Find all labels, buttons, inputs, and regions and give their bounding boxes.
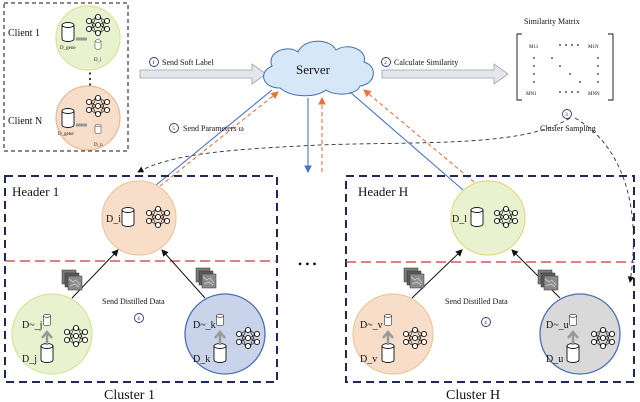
cluster-h-left-bottom: D_v	[360, 354, 377, 365]
cluster-1-header-label: Header 1	[12, 184, 59, 199]
client-1-dgene: D_gene	[60, 46, 76, 51]
cluster-h-u-db-icon	[566, 343, 580, 363]
step-5-text: Send Parameters ω	[183, 124, 244, 133]
client-n-db-icon	[61, 108, 75, 128]
matrix-m1n: M1N	[588, 45, 599, 50]
cluster-h-v-to-head-arrow	[411, 249, 463, 299]
cluster-h-v-small-db-icon	[384, 314, 392, 326]
step-5-badge	[169, 123, 179, 133]
cluster-1-caption: Cluster 1	[104, 388, 155, 402]
step-2-badge	[381, 57, 391, 67]
cluster-1-distilled-text: Send Distilled Data	[102, 297, 165, 306]
cluster-h-header-label: Header H	[358, 184, 408, 199]
step-5-number: 5	[172, 127, 175, 132]
step-1-text: Send Soft Label	[162, 58, 214, 67]
matrix-mn1: MN1	[526, 92, 537, 97]
cluster-sampling-link-h	[574, 117, 634, 283]
step-2-number: 2	[384, 61, 387, 66]
cluster-h-u-small-db-icon	[569, 314, 577, 326]
cluster-1-left-bottom: D_j	[22, 354, 37, 365]
cluster-1-step-4-number: 4	[137, 317, 140, 322]
cluster-1-right-top: D~_k	[193, 320, 216, 331]
cluster-1-step-4-badge	[134, 313, 144, 323]
similarity-matrix-title: Similarity Matrix	[524, 17, 580, 26]
cluster-1-header-node[interactable]	[101, 180, 177, 256]
cluster-1-client-k[interactable]	[184, 293, 266, 375]
step-1-badge	[149, 57, 159, 67]
matrix-brackets	[516, 33, 614, 101]
step-3-number: 3	[565, 113, 568, 118]
cluster-h-v-images-icon	[403, 267, 425, 289]
cluster-1-j-small-db-icon	[43, 314, 51, 326]
cluster-h-left-top: D~_v	[360, 320, 383, 331]
cluster-h-u-images-icon	[537, 269, 559, 291]
server-label: Server	[296, 62, 331, 77]
cluster-1-k-db-icon	[213, 343, 227, 363]
client-n-dgene: D_gene	[58, 132, 74, 137]
client-1-label: Client 1	[8, 28, 40, 39]
send-soft-label-arrow	[139, 63, 267, 85]
matrix-mnn: MNN	[588, 92, 600, 97]
cluster-h-box	[345, 175, 635, 383]
clients-vertical-dots: ⋮	[82, 71, 98, 88]
cluster-1-head-db-icon	[121, 207, 135, 227]
cluster-1-head-data: D_i	[106, 214, 121, 225]
calculate-similarity-arrow	[381, 63, 509, 85]
step-3-text: Cluster Sampling	[540, 124, 596, 133]
cluster-h-distilled-text: Send Distilled Data	[445, 297, 508, 306]
cluster-1-j-db-icon	[40, 343, 54, 363]
cluster-h-u-up-arrow	[567, 330, 579, 345]
cluster-h-step-4-number: 4	[484, 321, 487, 326]
cluster-h-right-bottom: D_u	[546, 354, 563, 365]
client-1-db-icon	[61, 22, 75, 42]
cluster-h-client-v[interactable]	[352, 293, 434, 375]
server-to-headerh-arrow	[349, 91, 471, 197]
cluster-1-k-small-db-icon	[216, 314, 224, 326]
clusters-ellipsis: • • •	[298, 257, 317, 271]
server-to-header1-arrow	[149, 89, 273, 191]
server-cloud[interactable]	[263, 40, 374, 97]
cluster-h-step-4-badge	[481, 317, 491, 327]
step-1-number: 1	[152, 61, 155, 66]
cluster-1-k-images-icon	[195, 267, 217, 289]
client-n-dn: D_n	[94, 143, 103, 148]
cluster-h-caption: Cluster H	[446, 388, 500, 402]
headerh-to-server-arrow	[363, 89, 475, 183]
matrix-m11: M11	[529, 45, 539, 50]
cluster-1-k-up-arrow	[214, 330, 226, 345]
cluster-1-client-j[interactable]	[11, 293, 93, 375]
cluster-h-client-u[interactable]	[539, 293, 621, 375]
cluster-1-box	[4, 175, 278, 383]
cluster-1-right-bottom: D_k	[193, 354, 210, 365]
client-1-db-small-icon	[94, 39, 102, 50]
cluster-h-right-top: D~_u	[546, 320, 569, 331]
cluster-h-head-db-icon	[470, 207, 484, 227]
header1-to-server-arrow	[159, 91, 279, 187]
step-3-badge	[562, 109, 572, 119]
cluster-h-v-up-arrow	[382, 330, 394, 345]
step-2-text: Calculate Similarity	[394, 58, 458, 67]
client-1-di: D_i	[94, 58, 102, 63]
client-n-label: Client N	[8, 116, 42, 127]
cluster-1-j-up-arrow	[41, 330, 53, 345]
cluster-h-header-node[interactable]	[450, 180, 526, 256]
cluster-1-j-images-icon	[61, 269, 83, 291]
cluster-1-left-top: D~_j	[22, 320, 42, 331]
clients-box	[3, 2, 129, 152]
cluster-1-k-to-head-arrow	[161, 249, 206, 299]
client-n-db-small-icon	[94, 124, 102, 134]
matrix-dots	[533, 44, 599, 93]
cluster-h-v-db-icon	[381, 343, 395, 363]
cluster-sampling-link-1	[137, 117, 571, 173]
cluster-h-head-data: D_l	[452, 214, 467, 225]
